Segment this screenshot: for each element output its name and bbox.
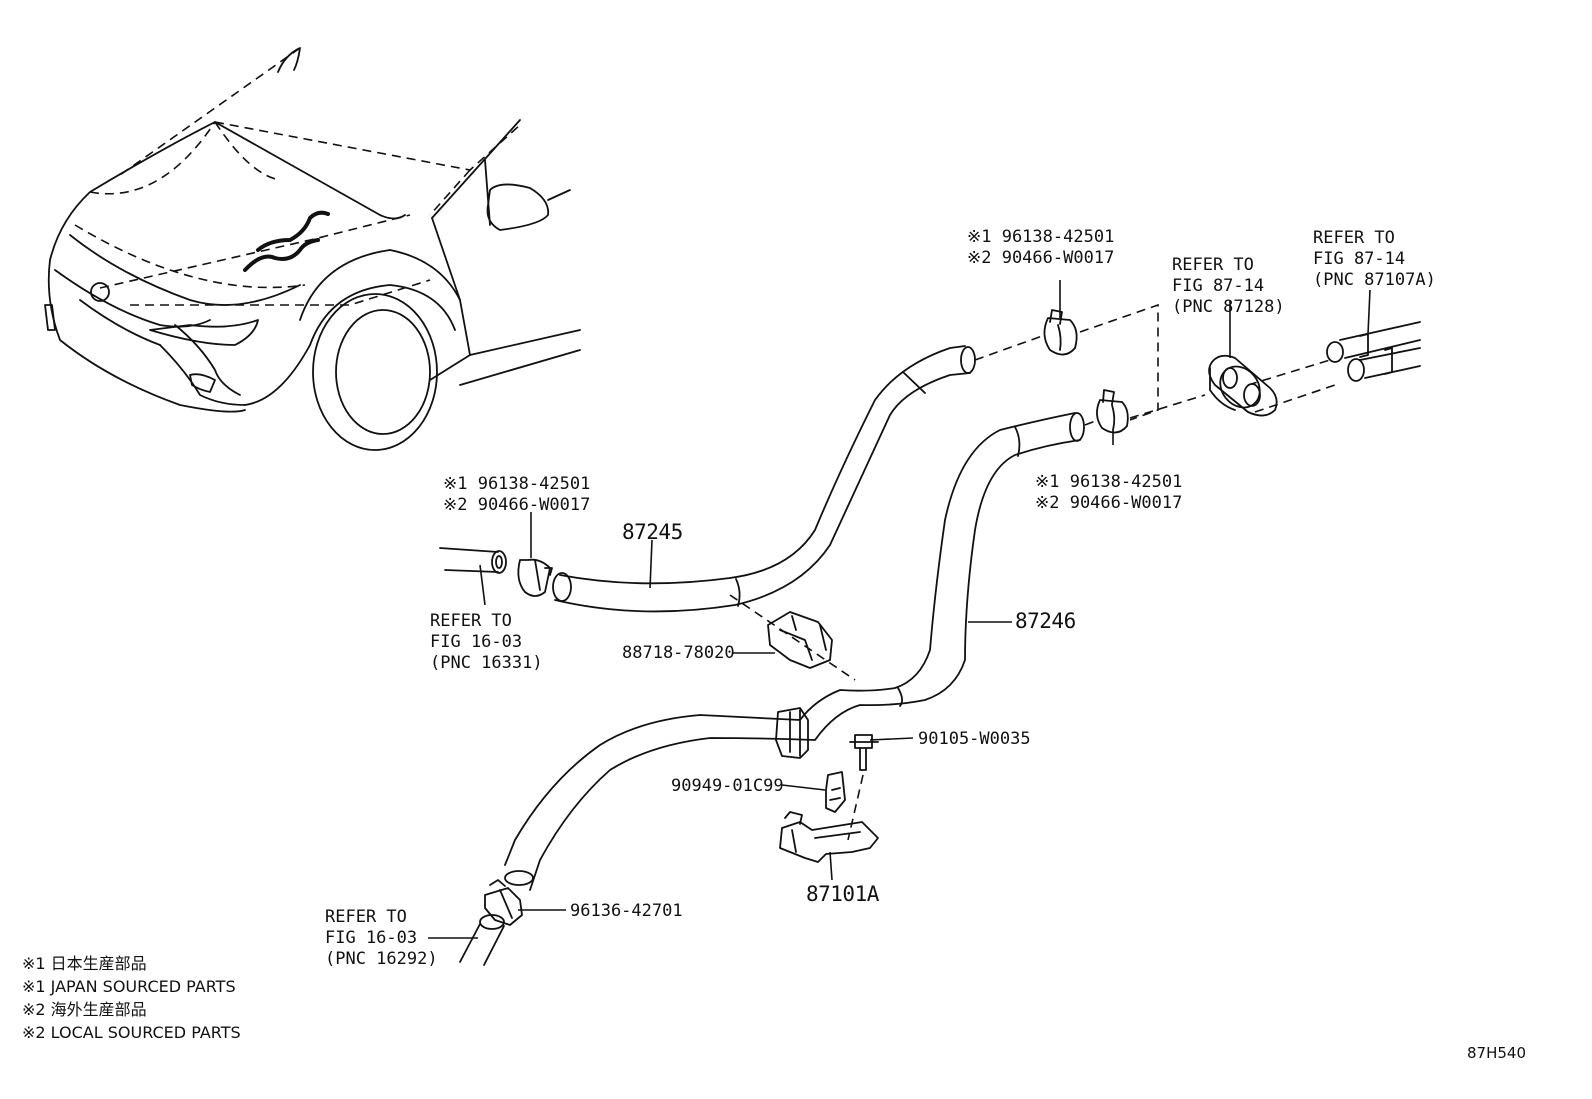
assembly-line-upper (974, 334, 1046, 361)
hose-clamp-right (1096, 389, 1129, 434)
part-87245-label: 87245 (622, 520, 683, 544)
reference-grommet: REFER TO FIG 87-14 (PNC 87128) (1172, 255, 1285, 318)
hose-clamp-block (767, 611, 833, 669)
note-line-4: ※2 LOCAL SOURCED PARTS (22, 1023, 241, 1042)
part-87246-label: 87246 (1015, 609, 1076, 633)
vehicle-illustration (44, 47, 581, 451)
ref-line-3: (PNC 87107A) (1313, 270, 1436, 290)
clip-90949 (825, 771, 846, 813)
callout-line-1: ※1 96138-42501 (1035, 472, 1183, 492)
callout-line-2: ※2 90466-W0017 (1035, 493, 1183, 513)
assembly-line-87245 (729, 594, 856, 681)
assembly-line-grommet (1247, 359, 1331, 386)
ref-line-2: FIG 16-03 (325, 928, 418, 948)
ref-line-2: FIG 16-03 (430, 632, 523, 652)
assembly-line-grommet-2 (1254, 384, 1336, 413)
hose-87246 (504, 412, 1085, 891)
part-87101A-label: 87101A (806, 882, 879, 906)
clamp-callout-top: ※1 96138-42501 ※2 90466-W0017 (967, 227, 1114, 269)
assembly-line-bolt (847, 774, 864, 841)
engine-inlet-pipe (459, 914, 505, 966)
note-line-2: ※1 JAPAN SOURCED PARTS (22, 977, 236, 996)
ref-line-1: REFER TO (430, 611, 512, 631)
ref-line-1: REFER TO (325, 907, 407, 927)
ref-line-1: REFER TO (1313, 228, 1395, 248)
note-line-1: ※1 日本生産部品 (22, 954, 147, 973)
assembly-line-upper-2 (1079, 303, 1159, 421)
leader-lines (428, 280, 1371, 939)
assembly-line-lower-2 (1129, 394, 1206, 419)
bracket-87101A (779, 811, 879, 863)
part-88718-78020-label: 88718-78020 (622, 643, 735, 663)
hose-87245 (552, 345, 976, 613)
callout-line-1: ※1 96138-42501 (967, 227, 1115, 247)
part-90105-W0035-label: 90105-W0035 (918, 729, 1031, 749)
ref-line-3: (PNC 16331) (430, 653, 543, 673)
callout-line-1: ※1 96138-42501 (443, 474, 591, 494)
reference-engine-outlet: REFER TO FIG 16-03 (PNC 16331) (430, 611, 543, 674)
hose-holder-clamp (775, 707, 809, 759)
hose-clamp-left (517, 558, 553, 597)
note-line-3: ※2 海外生産部品 (22, 1000, 147, 1019)
legend-notes: ※1 日本生産部品 ※1 JAPAN SOURCED PARTS ※2 海外生産… (22, 952, 241, 1044)
callout-line-2: ※2 90466-W0017 (443, 495, 591, 515)
engine-outlet-pipe (439, 547, 507, 574)
assembly-line-lower (1084, 419, 1099, 426)
hose-clamp-top (1043, 309, 1078, 356)
reference-heater-pipes: REFER TO FIG 87-14 (PNC 87107A) (1313, 228, 1436, 291)
bolt-90105 (849, 734, 879, 771)
part-96136-42701-label: 96136-42701 (570, 901, 683, 921)
ref-line-2: FIG 87-14 (1313, 249, 1406, 269)
grommet (1208, 354, 1278, 417)
clamp-callout-right: ※1 96138-42501 ※2 90466-W0017 (1035, 472, 1182, 514)
callout-line-2: ※2 90466-W0017 (967, 248, 1115, 268)
ref-line-3: (PNC 87128) (1172, 297, 1285, 317)
hose-clip-96136 (484, 879, 523, 926)
part-90949-01C99-label: 90949-01C99 (671, 776, 784, 796)
reference-engine-inlet: REFER TO FIG 16-03 (PNC 16292) (325, 907, 438, 970)
ref-line-2: FIG 87-14 (1172, 276, 1265, 296)
ref-line-3: (PNC 16292) (325, 949, 438, 969)
heater-pipes (1326, 321, 1421, 382)
figure-id: 87H540 (1467, 1044, 1526, 1062)
clamp-callout-left: ※1 96138-42501 ※2 90466-W0017 (443, 474, 590, 516)
ref-line-1: REFER TO (1172, 255, 1254, 275)
